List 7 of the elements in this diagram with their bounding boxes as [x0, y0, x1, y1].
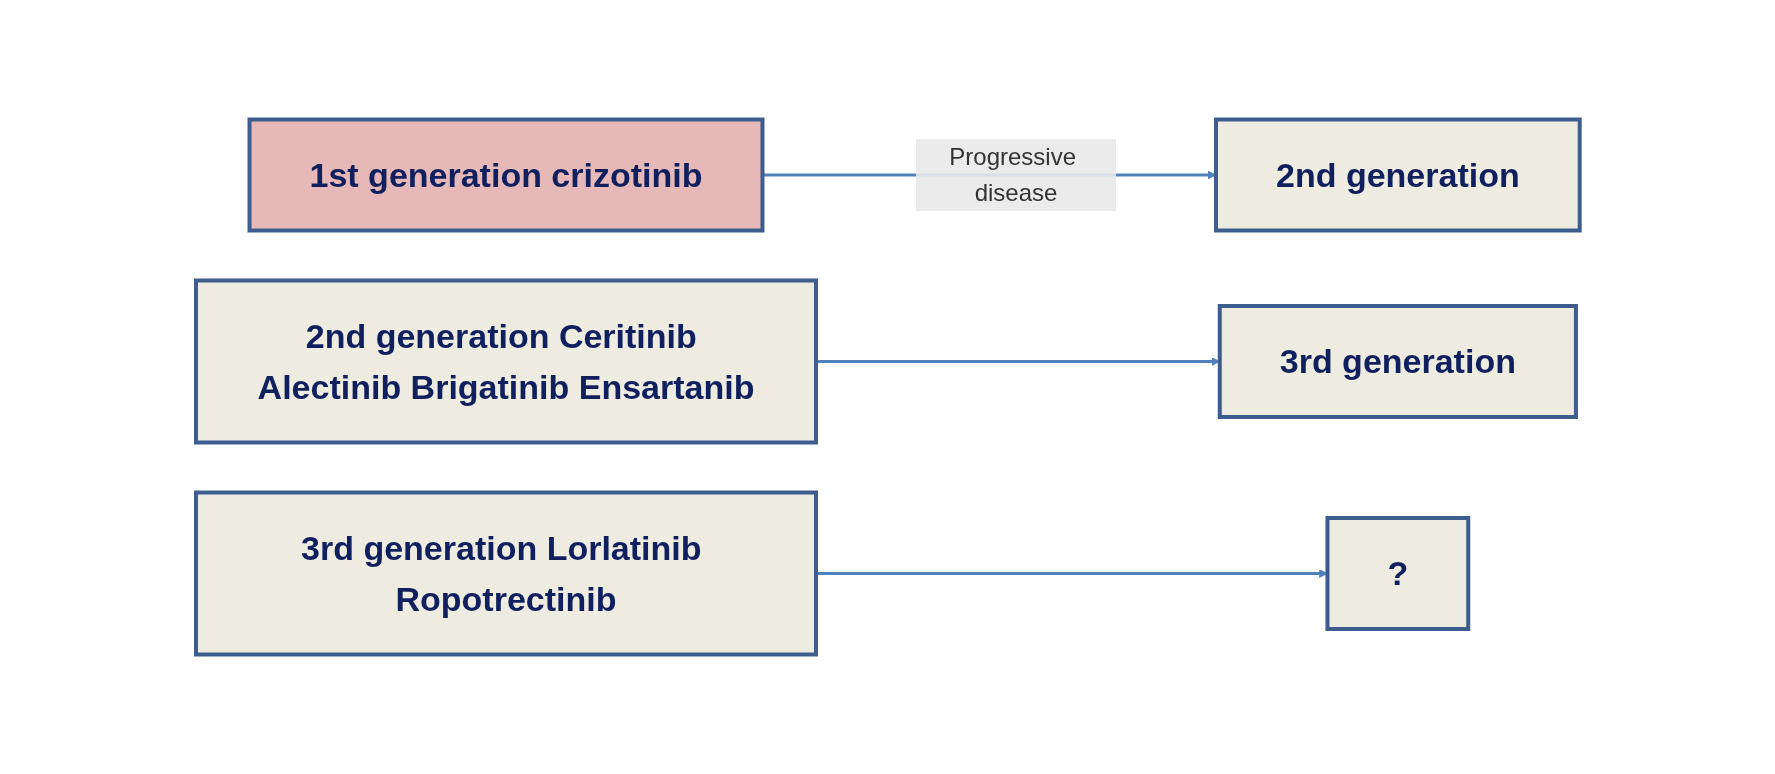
node-box: 2nd generation Ceritinib Alectinib Brigatinib Ensartanib: [193, 278, 818, 445]
node-box: 3rd generation: [1217, 304, 1578, 419]
node-box: ?: [1325, 516, 1470, 631]
node-box: 1st generation crizotinib: [247, 117, 765, 233]
edge-label: Progressive disease: [948, 143, 1076, 206]
node-box: 3rd generation Lorlatinib Ropotrectinib: [193, 490, 818, 657]
node-box: 2nd generation: [1213, 117, 1582, 233]
